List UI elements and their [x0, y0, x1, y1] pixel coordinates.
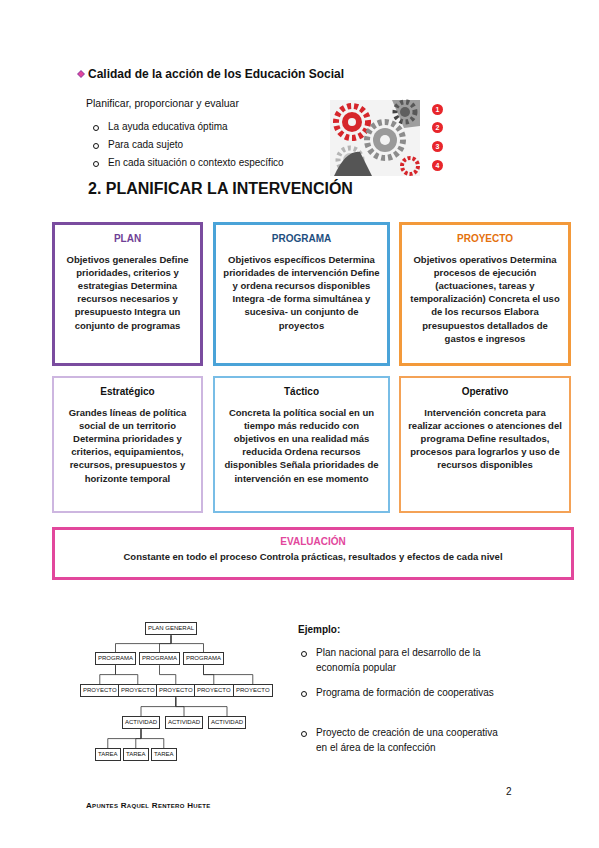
evaluation-band: EVALUACIÓN Constante en todo el proceso C… [52, 527, 574, 580]
box-heading: PROYECTO [409, 233, 561, 244]
box-body: Objetivos operativos Determina procesos … [409, 253, 561, 345]
page-number: 2 [506, 786, 512, 797]
org-chart-box: ACTIVIDAD [165, 716, 203, 729]
box-heading: PROGRAMA [223, 233, 380, 244]
box-body: Intervención concreta para realizar acci… [408, 406, 562, 472]
box-heading: Táctico [222, 386, 381, 397]
box-heading: PROGRAMA [142, 655, 177, 662]
bullet-item: Para cada sujeto [108, 139, 183, 150]
box-heading: PLAN GENERAL [148, 625, 194, 632]
box-heading: EVALUACIÓN [62, 536, 564, 547]
org-chart-box: PROYECTO [233, 684, 273, 697]
box-heading: TAREA [126, 751, 146, 758]
org-chart-box: PROGRAMA [139, 652, 180, 665]
box-heading: PROYECTO [83, 687, 117, 694]
org-chart-box: PROYECTO [156, 684, 196, 697]
org-chart-box: ACTIVIDAD [208, 716, 246, 729]
tree-connector [116, 665, 138, 684]
box-body: Grandes líneas de política social de un … [61, 406, 194, 485]
box-heading: PROYECTO [197, 687, 231, 694]
tree-connector [204, 665, 253, 684]
org-chart-box: PROYECTO [194, 684, 234, 697]
program-box: PROGRAMA Objetivos específicos Determina … [213, 222, 390, 366]
tree-connector [160, 665, 176, 684]
box-heading: TAREA [98, 751, 118, 758]
box-body: Concreta la política social en un tiempo… [222, 406, 381, 485]
box-heading: ACTIVIDAD [168, 719, 200, 726]
org-chart-box: PROGRAMA [95, 652, 136, 665]
example-heading: Ejemplo: [298, 624, 340, 635]
callout-number: 2 [432, 122, 443, 133]
section-title: 2. PLANIFICAR LA INTERVENCIÓN [88, 180, 353, 198]
title-text: 2. PLANIFICAR LA INTERVENCIÓN [88, 180, 353, 198]
callout-number: 4 [432, 160, 443, 171]
tree-connector [160, 635, 172, 652]
tree-connector [141, 697, 176, 716]
org-chart-box: TAREA [123, 748, 149, 761]
tree-connector [116, 635, 172, 652]
level-box: OperativoIntervención concreta para real… [399, 376, 571, 513]
tree-connector [136, 729, 141, 748]
box-heading: PROGRAMA [186, 655, 221, 662]
intro-text: Planificar, proporcionar y evaluar [86, 97, 239, 109]
org-chart-box: PROGRAMA [183, 652, 224, 665]
box-heading: Estratégico [61, 386, 194, 397]
tree-connector [108, 729, 141, 748]
callout-number: 1 [432, 104, 443, 115]
footer-text: Apuntes Raquel Rentero Huete [86, 801, 211, 810]
level-box: TácticoConcreta la política social en un… [213, 376, 390, 513]
box-heading: ACTIVIDAD [211, 719, 243, 726]
box-heading: TAREA [154, 751, 174, 758]
box-heading: ACTIVIDAD [125, 719, 157, 726]
box-heading: PROYECTO [236, 687, 270, 694]
org-chart-box: TAREA [151, 748, 177, 761]
box-body: Objetivos generales Define prioridades, … [62, 253, 193, 332]
section-heading: Calidad de la acción de los Educación So… [88, 67, 344, 81]
heading-bullet-icon [77, 70, 85, 78]
org-chart-box: TAREA [95, 748, 121, 761]
callout-number: 3 [432, 141, 443, 152]
tree-connector [141, 729, 164, 748]
org-chart-box: PROYECTO [118, 684, 158, 697]
level-box: EstratégicoGrandes líneas de política so… [52, 376, 203, 513]
bullet-item: En cada situación o contexto específico [108, 157, 284, 168]
bullet-item: Plan nacional para el desarrollo de la e… [316, 646, 506, 675]
box-heading: PLAN [62, 233, 193, 244]
tree-connector [100, 665, 116, 684]
org-chart-box: PROYECTO [80, 684, 120, 697]
tree-connector [176, 697, 227, 716]
project-box: PROYECTO Objetivos operativos Determina p… [399, 222, 571, 366]
box-heading: Operativo [408, 386, 562, 397]
org-chart-box: PLAN GENERAL [145, 622, 197, 635]
box-body: Objetivos específicos Determina priorida… [223, 253, 380, 332]
box-heading: PROGRAMA [98, 655, 133, 662]
bullet-item: La ayuda educativa óptima [108, 121, 228, 132]
plan-box: PLAN Objetivos generales Define prioridad… [52, 222, 203, 366]
box-heading: PROYECTO [159, 687, 193, 694]
box-body: Constante en todo el proceso Controla pr… [62, 550, 564, 563]
gears-illustration [330, 100, 420, 176]
org-chart-box: ACTIVIDAD [122, 716, 160, 729]
tree-connector [171, 635, 203, 652]
box-heading: PROYECTO [121, 687, 155, 694]
bullet-item: Proyecto de creación de una cooperativa … [316, 726, 506, 755]
bullet-item: Programa de formación de cooperativas [316, 686, 506, 701]
